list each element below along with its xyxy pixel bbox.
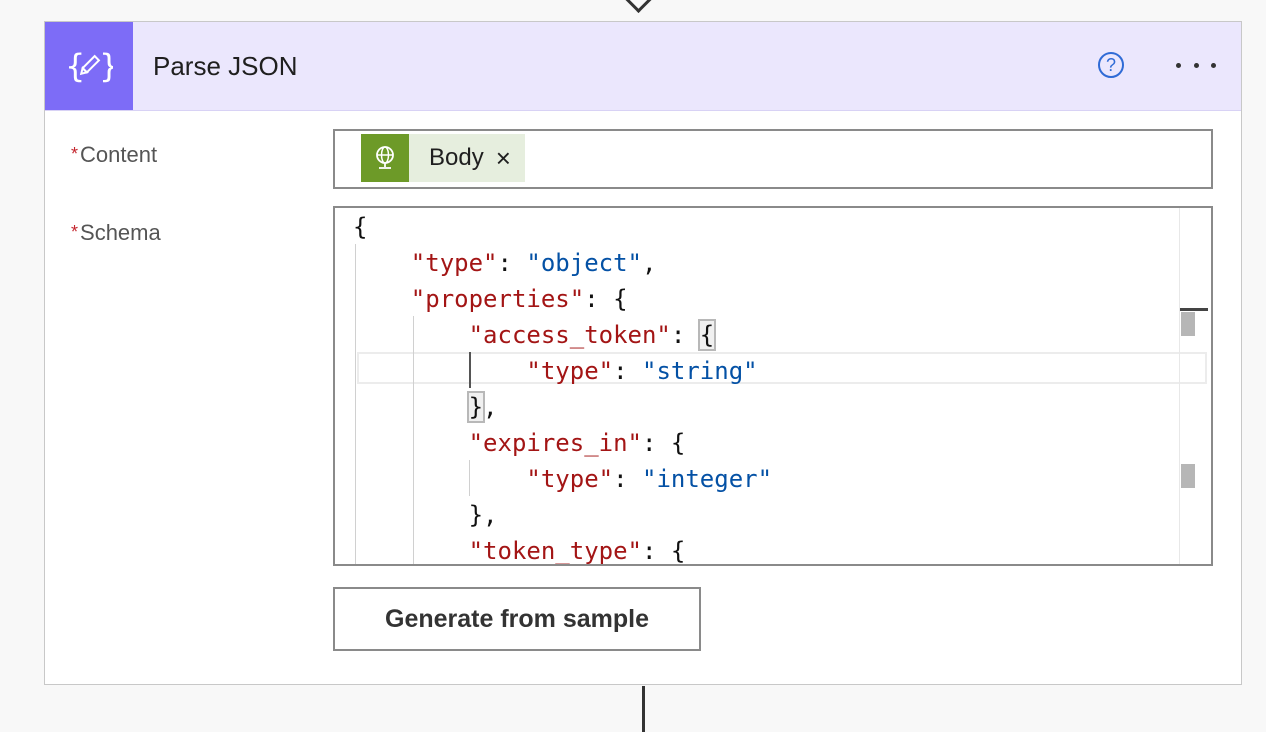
schema-field-label: *Schema bbox=[71, 220, 161, 245]
overview-ruler-mark bbox=[1181, 464, 1195, 488]
code-line-4: "access_token": { bbox=[468, 319, 717, 351]
more-options-icon[interactable] bbox=[1174, 48, 1218, 82]
body-token[interactable]: Body × bbox=[361, 134, 525, 182]
content-field-label: *Content bbox=[71, 142, 158, 167]
required-marker: * bbox=[71, 144, 79, 164]
incoming-arrow-icon bbox=[617, 0, 660, 14]
overview-ruler-divider bbox=[1179, 208, 1180, 564]
action-title[interactable]: Parse JSON bbox=[153, 51, 298, 81]
braces-pencil-icon: { } bbox=[45, 22, 133, 110]
svg-text:}: } bbox=[99, 47, 113, 85]
token-label: Body bbox=[429, 144, 484, 171]
code-line-1: { bbox=[353, 213, 368, 241]
code-line-8: "type": "integer" bbox=[526, 465, 773, 493]
code-line-2: "type": "object", bbox=[410, 249, 657, 277]
action-header[interactable]: { } Parse JSON ? bbox=[45, 22, 1241, 111]
overview-ruler-cursor bbox=[1180, 308, 1208, 311]
current-line-highlight bbox=[357, 352, 1207, 384]
help-icon[interactable]: ? bbox=[1098, 52, 1124, 78]
indent-guide bbox=[355, 244, 356, 564]
indent-guide bbox=[469, 460, 470, 496]
content-input[interactable]: Body × bbox=[333, 129, 1213, 189]
code-line-5: "type": "string" bbox=[526, 357, 758, 385]
remove-token-icon[interactable]: × bbox=[495, 143, 511, 173]
outgoing-connector-line bbox=[642, 686, 645, 732]
code-line-7: "expires_in": { bbox=[468, 429, 686, 457]
overview-ruler-mark bbox=[1181, 312, 1195, 336]
code-line-9: }, bbox=[353, 501, 498, 529]
parse-json-action-card: { } Parse JSON ? *Content bbox=[44, 21, 1242, 685]
indent-guide bbox=[413, 316, 414, 564]
globe-icon bbox=[361, 134, 409, 182]
indent-guide-active bbox=[469, 352, 471, 388]
generate-from-sample-button[interactable]: Generate from sample bbox=[333, 587, 701, 651]
svg-text:{: { bbox=[65, 47, 85, 85]
schema-code-editor[interactable]: { "type": "object", "properties": { "acc… bbox=[333, 206, 1213, 566]
required-marker: * bbox=[71, 222, 79, 242]
code-line-3: "properties": { bbox=[410, 285, 628, 313]
code-line-10: "token_type": { bbox=[468, 537, 686, 565]
code-line-6: }, bbox=[466, 391, 498, 423]
